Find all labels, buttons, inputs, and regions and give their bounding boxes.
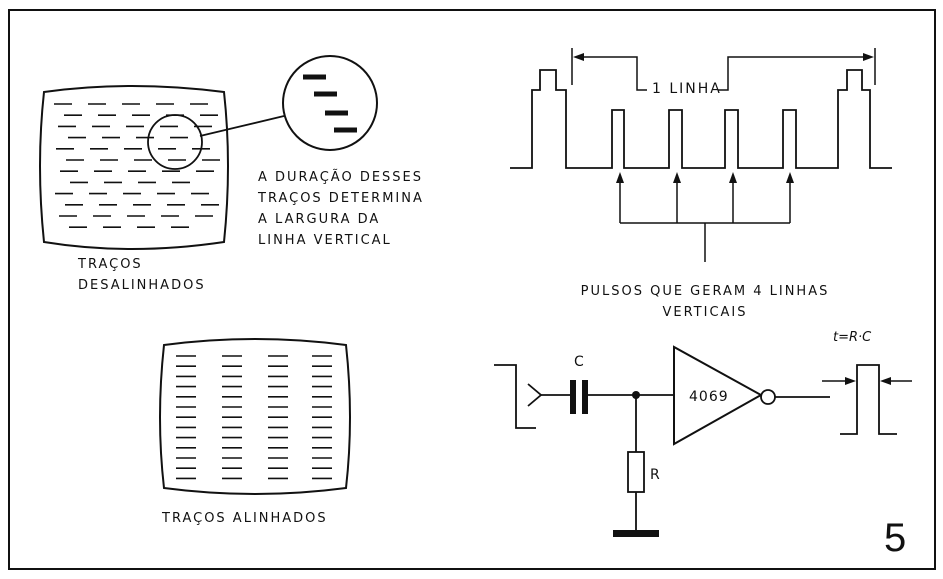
aligned-screen — [159, 338, 351, 495]
figure-border — [8, 9, 936, 570]
misaligned-dashes — [54, 103, 220, 228]
zoom-connector-line — [199, 115, 285, 137]
zoom-source-circle — [147, 114, 203, 170]
capacitor-label: C — [574, 354, 584, 370]
duration-caption: A DURAÇÃO DESSES TRAÇOS DETERMINA A LARG… — [258, 167, 424, 251]
line-arrow-left — [573, 53, 584, 61]
line-bracket-left — [576, 56, 647, 91]
pulses-caption: PULSOS QUE GERAM 4 LINHAS VERTICAIS — [540, 281, 870, 323]
capacitor-plate-left — [570, 380, 576, 414]
time-constant-label: t=R·C — [833, 330, 872, 345]
pulse-waveform — [510, 69, 892, 169]
input-chevron — [527, 383, 543, 407]
width-arrow-left — [845, 377, 856, 385]
line-bracket-right — [718, 56, 871, 91]
aligned-dashes — [176, 355, 332, 480]
duration-caption-line2: TRAÇOS DETERMINA — [258, 191, 424, 206]
input-pulse — [494, 364, 536, 429]
misaligned-screen — [39, 85, 229, 250]
misaligned-caption-line2: DESALINHADOS — [78, 278, 206, 293]
pulses-caption-line2: VERTICAIS — [662, 305, 748, 320]
inverter-4069 — [673, 345, 764, 446]
line-arrow-right — [863, 53, 874, 61]
misaligned-caption-line1: TRAÇOS — [78, 257, 143, 272]
inverter-bubble — [760, 389, 776, 405]
resistor-label: R — [650, 467, 660, 483]
ground-symbol — [613, 530, 659, 537]
capacitor-plate-right — [582, 380, 588, 414]
inverter-chip-label: 4069 — [689, 389, 729, 405]
pulse-pointer-arrows — [616, 172, 794, 262]
uma-linha-label: 1 LINHA — [652, 81, 722, 97]
zoom-magnified-circle — [282, 55, 378, 151]
figure-number: 5 — [884, 516, 907, 560]
aligned-caption: TRAÇOS ALINHADOS — [162, 511, 328, 526]
resistor — [627, 451, 645, 493]
output-pulse — [840, 364, 897, 435]
magnified-dashes — [303, 74, 357, 133]
duration-caption-line1: A DURAÇÃO DESSES — [258, 170, 424, 185]
misaligned-caption: TRAÇOS DESALINHADOS — [78, 254, 206, 296]
pulses-caption-line1: PULSOS QUE GERAM 4 LINHAS — [580, 284, 830, 299]
duration-caption-line4: LINHA VERTICAL — [258, 233, 392, 248]
width-arrow-right — [880, 377, 891, 385]
duration-caption-line3: A LARGURA DA — [258, 212, 381, 227]
